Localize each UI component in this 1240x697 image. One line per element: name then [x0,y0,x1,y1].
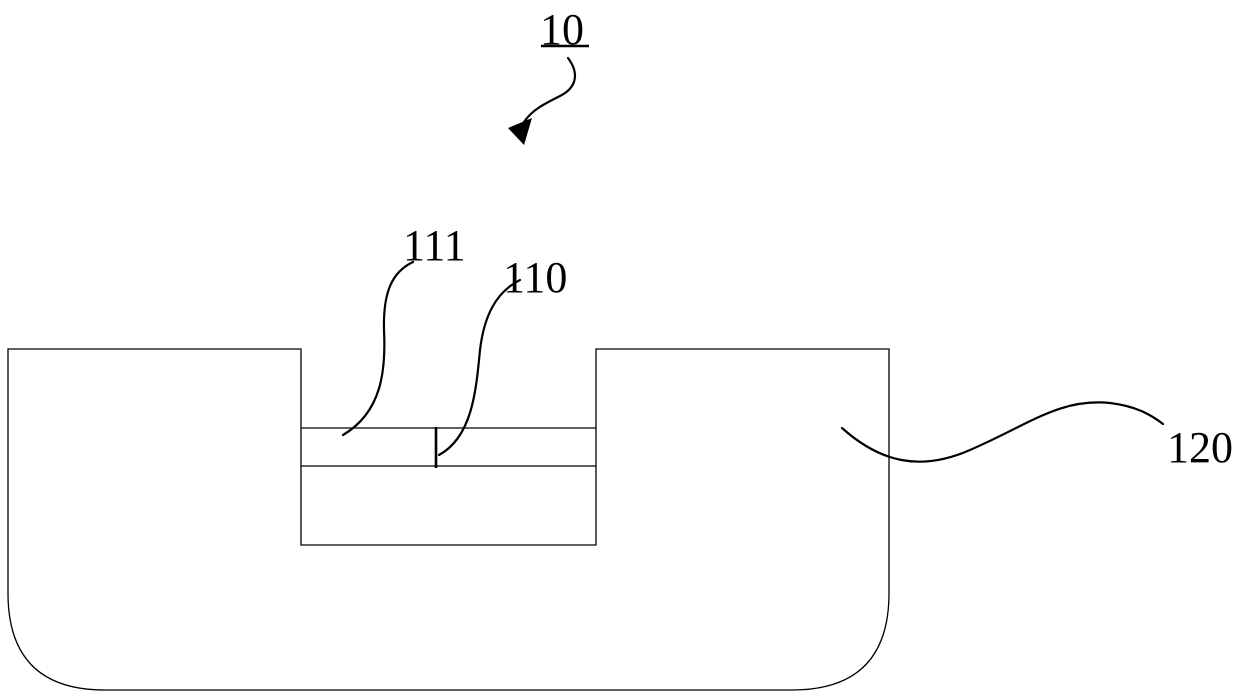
leader-110 [439,280,520,455]
label-120: 120 [1167,423,1233,472]
leader-120 [842,402,1163,461]
body-120-outline [8,349,889,690]
arrow-10-head [508,118,532,145]
arrow-10-curve [524,58,575,122]
label-111: 111 [403,221,466,270]
label-110: 110 [503,253,567,302]
leader-111 [343,262,413,435]
